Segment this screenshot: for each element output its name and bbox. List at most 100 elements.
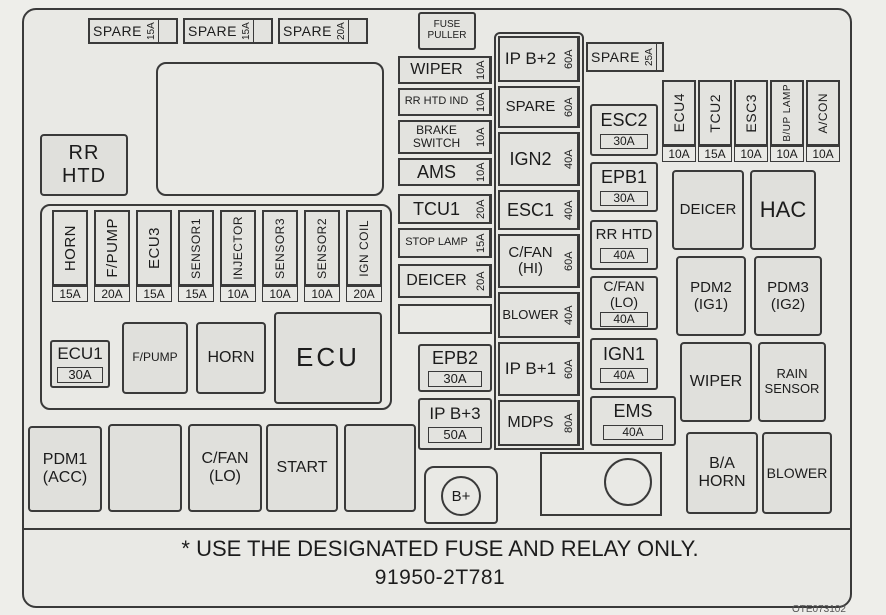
- image-watermark: OTE073102: [792, 604, 886, 615]
- spare-fuse-3[interactable]: SPARE 20A: [278, 18, 368, 44]
- fuse-sensor2[interactable]: SENSOR2 10A: [304, 210, 340, 302]
- fuse-tcu1[interactable]: TCU1 20A: [398, 194, 492, 224]
- relay-label: C/FAN: [201, 449, 249, 467]
- part-number-text: 91950-2T781: [374, 566, 506, 589]
- relay-label: HORN: [698, 473, 746, 490]
- fuse-deicer[interactable]: DEICER 20A: [398, 264, 492, 298]
- relay-rr-htd[interactable]: RR HTD: [40, 134, 128, 196]
- spare-fuse-2[interactable]: SPARE 15A: [183, 18, 273, 44]
- relay-horn[interactable]: HORN: [196, 322, 266, 394]
- fuse-rating: 10A: [806, 146, 840, 162]
- usage-note-text: * USE THE DESIGNATED FUSE AND RELAY ONLY…: [181, 536, 699, 561]
- empty-relay-slot: [108, 424, 182, 512]
- fuse-puller[interactable]: FUSE PULLER: [418, 12, 476, 50]
- fuse-esc2[interactable]: ESC2 30A: [590, 104, 658, 156]
- fuse-rr-htd-ind[interactable]: RR HTD IND 10A: [398, 88, 492, 116]
- relay-blower[interactable]: BLOWER: [762, 432, 832, 514]
- fuse-esc3[interactable]: ESC3 10A: [734, 80, 768, 162]
- fuse-rating: 60A: [561, 344, 578, 394]
- fuse-esc1[interactable]: ESC1 40A: [498, 190, 580, 230]
- fuse-label: SENSOR2: [315, 217, 329, 279]
- relay-c-fan-lo[interactable]: C/FAN (LO): [188, 424, 262, 512]
- fuse-rr-htd-40a[interactable]: RR HTD 40A: [590, 220, 658, 270]
- fuse-ams[interactable]: AMS 10A: [398, 158, 492, 186]
- relay-label: B/A: [709, 454, 735, 472]
- fuse-horn[interactable]: HORN 15A: [52, 210, 88, 302]
- fuse-rating: 40A: [603, 425, 663, 441]
- fuse-rating: 30A: [428, 371, 482, 388]
- relay-pdm2[interactable]: PDM2 (IG1): [676, 256, 746, 336]
- fuse-epb1[interactable]: EPB1 30A: [590, 162, 658, 212]
- fuse-label: HORN: [61, 224, 79, 272]
- fuse-label: C/FAN (LO): [603, 278, 645, 310]
- fuse-label: A/CON: [816, 92, 830, 134]
- fuse-f-pump[interactable]: F/PUMP 20A: [94, 210, 130, 302]
- fuse-injector[interactable]: INJECTOR 10A: [220, 210, 256, 302]
- relay-pdm3[interactable]: PDM3 (IG2): [754, 256, 822, 336]
- footer-divider: [24, 528, 850, 530]
- relay-rain-sensor[interactable]: RAIN SENSOR: [758, 342, 826, 422]
- fuse-label: SENSOR1: [189, 217, 203, 279]
- relay-label: (ACC): [42, 469, 88, 486]
- fuse-rating: 15A: [473, 230, 490, 256]
- empty-fuse-slot: [398, 304, 492, 334]
- fuse-rating: 10A: [304, 286, 340, 302]
- fuse-brake-switch[interactable]: BRAKE SWITCH 10A: [398, 120, 492, 154]
- terminal-label: B+: [451, 487, 471, 505]
- fuse-rating: 80A: [561, 402, 578, 444]
- spare-fuse-25a[interactable]: SPARE 25A: [586, 42, 664, 72]
- fuse-ign1[interactable]: IGN1 40A: [590, 338, 658, 390]
- fuse-ip-b3[interactable]: IP B+3 50A: [418, 398, 492, 450]
- fuse-ip-b2[interactable]: IP B+2 60A: [498, 36, 580, 82]
- fuse-label: INJECTOR: [231, 216, 245, 280]
- fuse-wiper[interactable]: WIPER 10A: [398, 56, 492, 84]
- ecu-module[interactable]: ECU: [274, 312, 382, 404]
- fuse-ems[interactable]: EMS 40A: [590, 396, 676, 446]
- relay-hac[interactable]: HAC: [750, 170, 816, 250]
- spare-fuse-1[interactable]: SPARE 15A: [88, 18, 178, 44]
- fuse-sensor3[interactable]: SENSOR3 10A: [262, 210, 298, 302]
- relay-label: START: [276, 458, 328, 476]
- fuse-ign2[interactable]: IGN2 40A: [498, 132, 580, 186]
- fuse-mdps[interactable]: MDPS 80A: [498, 400, 580, 446]
- relay-ba-horn[interactable]: B/A HORN: [686, 432, 758, 514]
- b-plus-terminal[interactable]: B+: [441, 476, 481, 516]
- fuse-rating: 40A: [561, 294, 578, 336]
- terminal-housing: [540, 452, 662, 516]
- fuse-c-fan-lo[interactable]: C/FAN (LO) 40A: [590, 276, 658, 330]
- fuse-blower[interactable]: BLOWER 40A: [498, 292, 580, 338]
- fuse-sensor1[interactable]: SENSOR1 15A: [178, 210, 214, 302]
- fuse-rating: 30A: [57, 366, 103, 383]
- fuse-label: C/FAN (HI): [508, 244, 553, 277]
- relay-label: PDM1: [42, 450, 88, 468]
- center-fuse-column: [494, 32, 584, 450]
- fuse-epb2[interactable]: EPB2 30A: [418, 344, 492, 392]
- fuse-tcu2[interactable]: TCU2 15A: [698, 80, 732, 162]
- fuse-spare-60a[interactable]: SPARE 60A: [498, 86, 580, 128]
- fuse-ip-b1[interactable]: IP B+1 60A: [498, 342, 580, 396]
- fuse-rating: 60A: [561, 236, 578, 286]
- spare-fuse-label: SPARE: [591, 49, 640, 65]
- relay-wiper[interactable]: WIPER: [680, 342, 752, 422]
- fuse-b-up-lamp[interactable]: B/UP LAMP 10A: [770, 80, 804, 162]
- relay-label: DEICER: [679, 201, 737, 219]
- fuse-rating: 30A: [600, 134, 648, 150]
- relay-f-pump[interactable]: F/PUMP: [122, 322, 188, 394]
- relay-deicer[interactable]: DEICER: [672, 170, 744, 250]
- fuse-rating: 15A: [52, 286, 88, 302]
- fuse-ecu1[interactable]: ECU1 30A: [50, 340, 110, 388]
- fuse-stop-lamp[interactable]: STOP LAMP 15A: [398, 228, 492, 258]
- fuse-label: SENSOR3: [273, 217, 287, 279]
- fuse-label: TCU2: [707, 93, 723, 133]
- fuse-a-con[interactable]: A/CON 10A: [806, 80, 840, 162]
- relay-pdm1[interactable]: PDM1 (ACC): [28, 426, 102, 512]
- fuse-ign-coil[interactable]: IGN COIL 20A: [346, 210, 382, 302]
- fuse-ecu3[interactable]: ECU3 15A: [136, 210, 172, 302]
- fuse-rating: 15A: [136, 286, 172, 302]
- fuse-label: TCU1: [412, 198, 460, 219]
- fuse-c-fan-hi[interactable]: C/FAN (HI) 60A: [498, 234, 580, 288]
- fuse-label: BRAKE SWITCH: [412, 123, 461, 150]
- relay-start[interactable]: START: [266, 424, 338, 512]
- fuse-ecu4[interactable]: ECU4 10A: [662, 80, 696, 162]
- relay-label: BLOWER: [766, 464, 828, 481]
